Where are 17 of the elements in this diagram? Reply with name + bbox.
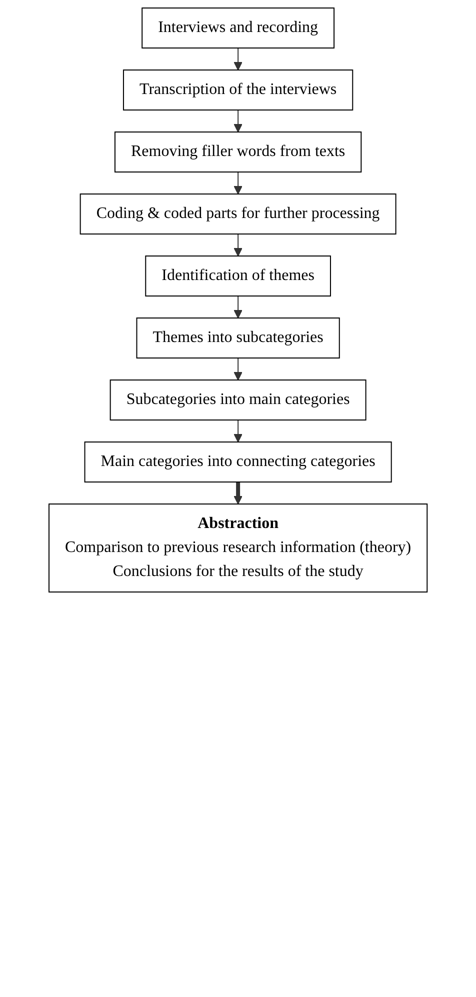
arrow [234,234,242,256]
arrow [234,48,242,70]
node-box: Subcategories into main categories [110,380,366,420]
arrow [234,296,242,318]
arrow [234,420,242,442]
arrow [234,358,242,380]
node-box: Transcription of the interviews [122,70,354,110]
node-box: Identification of themes [145,256,331,296]
node-box: Coding & coded parts for further processing [80,194,396,234]
arrow [234,482,242,504]
arrow [234,110,242,132]
node-box: Interviews and recording [142,8,334,48]
node-box: Themes into subcategories [136,318,340,358]
node-box: Main categories into connecting categories [84,442,392,482]
node-box: Removing filler words from texts [114,132,362,172]
node-box: Abstraction Comparison to previous research information (theory) Conclusions for the results of the study [48,504,428,592]
arrow [234,172,242,194]
